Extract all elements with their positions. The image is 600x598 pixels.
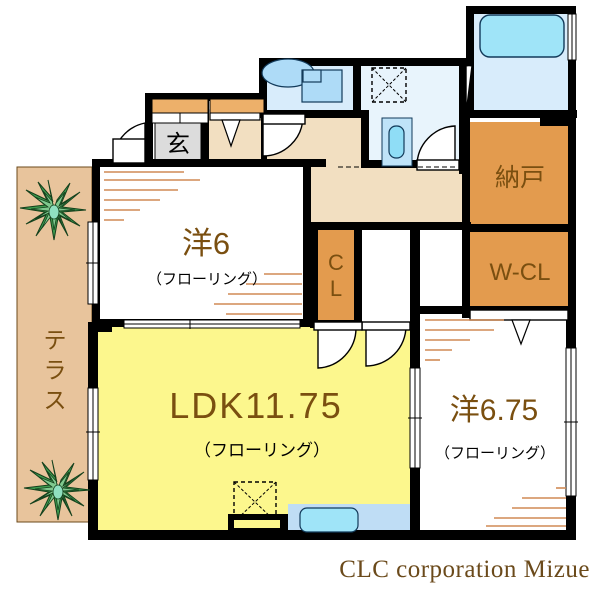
label-nando: 納戸 bbox=[495, 163, 545, 192]
cl-area bbox=[314, 228, 358, 324]
label-ldk-title: LDK11.75 bbox=[169, 385, 342, 426]
wcl-door bbox=[469, 309, 569, 321]
gas-range-slot bbox=[233, 481, 277, 523]
label-yo6-sub: （フローリング） bbox=[147, 270, 267, 288]
ldk-area bbox=[96, 322, 416, 538]
yo6-area bbox=[99, 165, 311, 322]
label-genkan: 玄 bbox=[166, 130, 190, 158]
kitchen-sink bbox=[299, 507, 359, 533]
wcl-area bbox=[468, 232, 576, 314]
vanity-basin bbox=[388, 125, 405, 159]
room-labels: LDK11.75 （フローリング） 洋6 （フローリング） 洋6.75 （フロー… bbox=[44, 130, 556, 462]
shoe-cabinet-left bbox=[151, 98, 209, 114]
openings bbox=[86, 13, 578, 497]
label-wcl: W-CL bbox=[490, 259, 551, 286]
label-terrace-2: ラ bbox=[44, 358, 67, 384]
label-yo6-title: 洋6 bbox=[182, 226, 230, 261]
genkan-area bbox=[154, 116, 202, 166]
shading-lines bbox=[104, 171, 566, 527]
shoe-cabinet-right bbox=[209, 98, 265, 114]
shoe-cabinets bbox=[151, 98, 265, 124]
label-yo675-title: 洋6.75 bbox=[450, 394, 538, 427]
doors bbox=[112, 64, 569, 369]
label-terrace-3: ス bbox=[44, 388, 67, 414]
label-cl-top: C bbox=[328, 250, 344, 275]
cl-door bbox=[317, 327, 357, 369]
fixtures bbox=[228, 14, 565, 533]
nando-area bbox=[468, 122, 576, 224]
hallway-lower bbox=[310, 165, 470, 223]
label-yo675-sub: （フローリング） bbox=[435, 444, 555, 462]
bath-tub bbox=[479, 14, 565, 58]
label-cl-bottom: L bbox=[330, 276, 342, 301]
washing-machine-slot bbox=[371, 67, 407, 103]
bath-door bbox=[465, 64, 473, 115]
label-ldk-sub: （フローリング） bbox=[194, 441, 330, 461]
label-terrace-1: テ bbox=[44, 328, 67, 354]
watermark-text: CLC corporation Mizue bbox=[339, 556, 590, 583]
